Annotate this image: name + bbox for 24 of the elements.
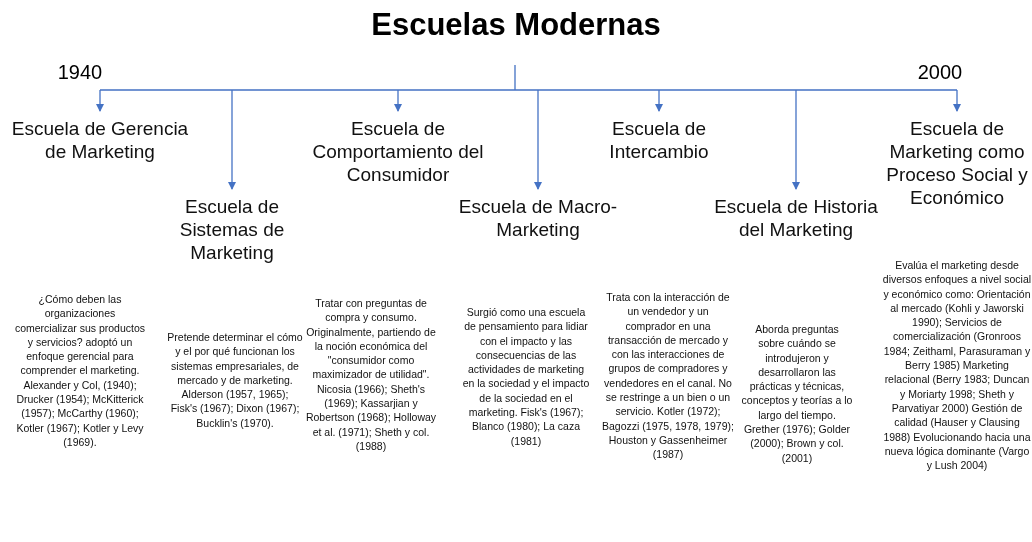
- arrow: [953, 89, 961, 112]
- school-heading: Escuela de Gerencia de Marketing: [10, 117, 190, 163]
- school-heading: Escuela de Macro-Marketing: [457, 195, 619, 241]
- arrow: [534, 89, 542, 190]
- school-heading: Escuela de Marketing como Proceso Social y Económico: [885, 117, 1029, 209]
- title: Escuelas Modernas: [371, 6, 661, 44]
- school-description: Evalúa el marketing desde diversos enfoques a nivel social y económico como: Orientación al mercado (Kohli y Jaworski 1990); Servicios de comercialización (Gronroos 1984; Zeithaml, Parasuraman y Berry 1985) Marketing relacional (Berry 1983; Duncan y Moriarty 1998; Sheth y Parvatiyar 2000) Gestión de calidad (Hauser y Clausing 1988) Evolucionando hacia una nueva lógica dominante (Vargo y Lush 2004): [882, 258, 1032, 473]
- school-description: ¿Cómo deben las organizaciones comercializar sus productos y servicios? adoptó un enfoque gerencial para comprender el marketing. Alexander y Col, (1940); Drucker (1954); McKitterick (1957); McCarthy (1960); Kotler (1967); Kotler y Levy (1969).: [14, 292, 146, 450]
- school-description: Surgió como una escuela de pensamiento para lidiar con el impacto y las consecuencias de las actividades de marketing en la sociedad y el impacto de la sociedad en el marketing. Fisk's (1967); Blanco (1980); La caza (1981): [462, 305, 590, 448]
- school-heading: Escuela de Intercambio: [608, 117, 710, 163]
- year-label: 2000: [917, 60, 963, 84]
- arrow: [792, 89, 800, 190]
- school-description: Trata con la interacción de un vendedor y un comprador en una transacción de mercado y con las interacciones de grupos de compradores y vendedores en el canal. No se restringe a un bien o un servicio. Kotler (1972); Bagozzi (1975, 1978, 1979); Houston y Gassenheimer (1987): [602, 290, 734, 462]
- school-description: Tratar con preguntas de compra y consumo. Originalmente, partiendo de la noción económica del "consumidor como maximizador de utilidad". Nicosia (1966); Sheth's (1969); Kassarjian y Robertson (1968); Holloway et al. (1971); Sheth y col. (1988): [305, 296, 437, 454]
- school-heading: Escuela de Historia del Marketing: [713, 195, 879, 241]
- arrow: [96, 89, 104, 112]
- school-heading: Escuela de Sistemas de Marketing: [178, 195, 286, 264]
- school-description: Aborda preguntas sobre cuándo se introdujeron y desarrollaron las prácticas y técnicas, conceptos y teorías a lo largo del tiempo. Grether (1976); Golder (2000); Brown y col. (2001): [741, 322, 853, 465]
- school-heading: Escuela de Comportamiento del Consumidor: [311, 117, 485, 186]
- school-description: Pretende determinar el cómo y el por qué funcionan los sistemas empresariales, de mercado y de marketing. Alderson (1957, 1965); Fisk's (1967); Dixon (1967); Bucklin's (1970).: [167, 330, 303, 431]
- year-label: 1940: [57, 60, 103, 84]
- arrow: [394, 89, 402, 112]
- arrow: [228, 89, 236, 190]
- arrow: [655, 89, 663, 112]
